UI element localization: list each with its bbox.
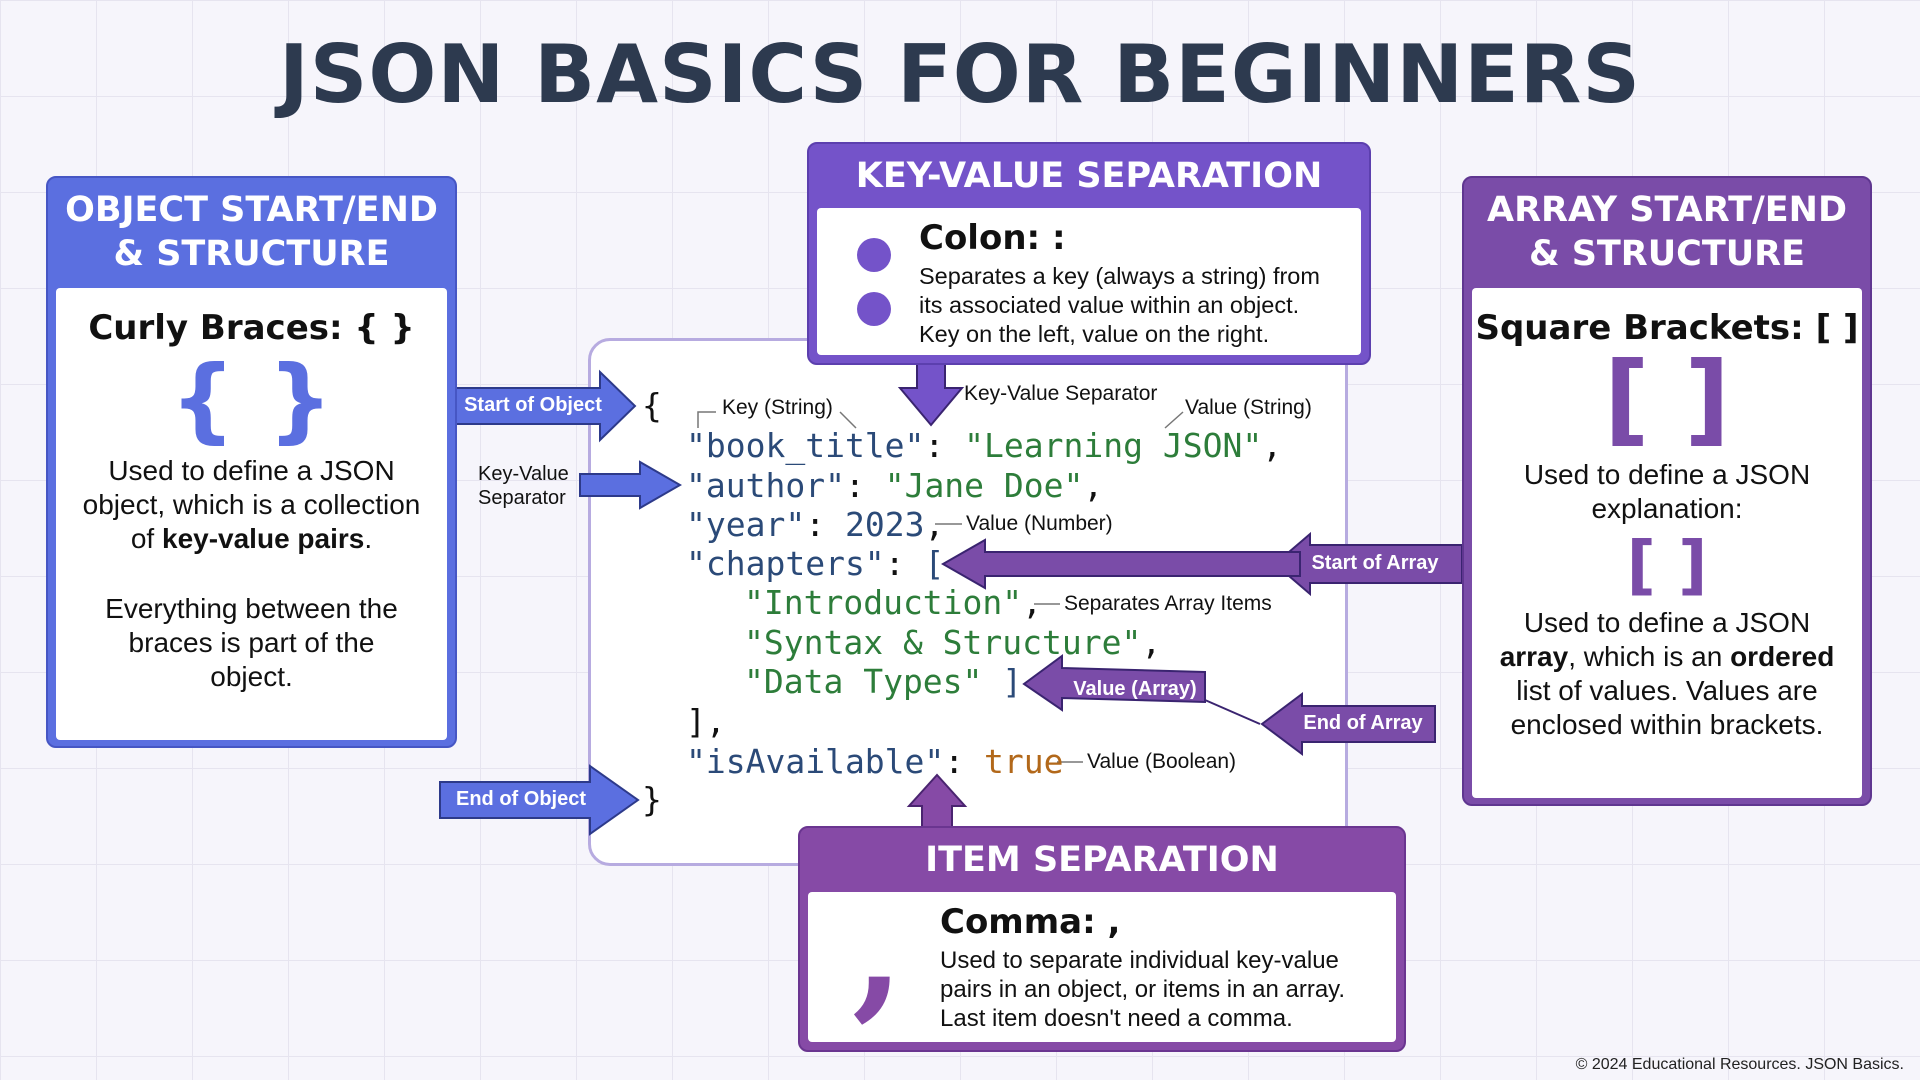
code-close-bracket: ],: [686, 702, 726, 741]
annotation-value-number: Value (Number): [966, 512, 1113, 535]
colon-description: Separates a key (always a string) from i…: [919, 263, 1320, 347]
key-value-separator-arrow-label: Key-Value Separator: [478, 462, 569, 510]
kv-sep-label-line1: Key-Value: [478, 463, 569, 485]
code-line-year: "year": 2023,: [686, 505, 945, 544]
page-title: JSON BASICS FOR BEGINNERS: [278, 28, 1642, 121]
code-line-item3: "Data Types" ]: [744, 662, 1023, 701]
code-open-brace: {: [642, 386, 662, 425]
array-header-line1: ARRAY START/END: [1487, 190, 1847, 230]
array-description-2: Used to define a JSON array, which is an…: [1499, 607, 1835, 740]
curly-braces-icon: { }: [169, 346, 334, 453]
comma-icon: ,: [852, 860, 905, 1036]
annotation-value-boolean: Value (Boolean): [1087, 750, 1237, 773]
annotation-key-value-separator: Key-Value Separator: [964, 382, 1158, 405]
annotation-separates-array-items: Separates Array Items: [1064, 592, 1272, 615]
code-line-item2: "Syntax & Structure",: [744, 623, 1162, 662]
square-brackets-icon: [ ]: [1603, 340, 1731, 457]
small-brackets-icon: [ ]: [1626, 529, 1708, 603]
code-line-is-available: "isAvailable": true: [686, 742, 1064, 781]
object-panel: OBJECT START/END & STRUCTURE Curly Brace…: [46, 176, 457, 748]
code-line-author: "author": "Jane Doe",: [686, 466, 1104, 505]
colon-subtitle: Colon: :: [919, 218, 1066, 258]
item-separation-header: ITEM SEPARATION: [925, 840, 1279, 880]
code-example-box: [588, 338, 1348, 866]
object-description-2: Everything between the braces is part of…: [105, 593, 398, 692]
object-description: Used to define a JSON object, which is a…: [82, 455, 421, 554]
array-header-line2: & STRUCTURE: [1528, 234, 1805, 274]
end-of-object-label: End of Object: [456, 788, 586, 810]
item-separation-panel: ITEM SEPARATION , Comma: , Used to separ…: [798, 826, 1406, 1052]
copyright-footer: © 2024 Educational Resources. JSON Basic…: [1575, 1056, 1904, 1073]
colon-down-arrow: [897, 359, 965, 427]
array-panel: ARRAY START/END & STRUCTURE Square Brack…: [1462, 176, 1872, 806]
code-line-book-title: "book_title": "Learning JSON",: [686, 426, 1283, 465]
start-of-object-arrow: [454, 369, 637, 443]
key-value-panel-body: Colon: : Separates a key (always a strin…: [817, 208, 1361, 355]
item-separation-body: , Comma: , Used to separate individual k…: [808, 860, 1396, 1042]
kv-sep-label-line2: Separator: [478, 487, 566, 509]
object-panel-body: Curly Braces: { } { } Used to define a J…: [56, 288, 447, 740]
object-header-line1: OBJECT START/END: [65, 190, 438, 230]
code-line-item1: "Introduction",: [744, 583, 1043, 622]
start-of-array-label: Start of Array: [1311, 552, 1439, 574]
value-array-arrow: [1022, 654, 1206, 712]
end-of-array-label: End of Array: [1303, 712, 1423, 734]
object-panel-header: OBJECT START/END & STRUCTURE: [48, 188, 455, 276]
start-of-array-arrow: [1273, 531, 1463, 597]
code-string: "Learning JSON": [964, 426, 1263, 465]
object-subtitle: Curly Braces: { }: [88, 308, 415, 348]
colon-icon: [857, 238, 891, 326]
code-boolean: true: [984, 742, 1064, 781]
value-array-label: Value (Array): [1073, 678, 1197, 700]
code-line-chapters: "chapters": [: [686, 544, 945, 583]
key-value-panel: KEY-VALUE SEPARATION Colon: : Separates …: [807, 142, 1371, 365]
end-of-array-arrow: [1260, 692, 1436, 756]
array-panel-body: Square Brackets: [ ] [ ] Used to define …: [1472, 288, 1862, 798]
object-header-line2: & STRUCTURE: [113, 234, 390, 274]
comma-subtitle: Comma: ,: [940, 902, 1121, 942]
annotation-key-string: Key (String): [722, 396, 833, 419]
array-subtitle: Square Brackets: [ ]: [1475, 308, 1859, 348]
annotation-value-string: Value (String): [1185, 396, 1312, 419]
array-panel-header: ARRAY START/END & STRUCTURE: [1464, 188, 1870, 276]
key-value-panel-header: KEY-VALUE SEPARATION: [855, 156, 1323, 196]
array-description: Used to define a JSON explanation:: [1523, 459, 1811, 524]
key-value-separator-arrow: [579, 460, 683, 510]
comma-up-arrow: [906, 773, 968, 833]
comma-description: Used to separate individual key-value pa…: [940, 947, 1346, 1032]
code-close-brace: }: [642, 780, 662, 819]
end-of-object-arrow: [439, 764, 640, 836]
code-key: "book_title": [686, 426, 925, 465]
start-of-object-label: Start of Object: [464, 394, 602, 416]
